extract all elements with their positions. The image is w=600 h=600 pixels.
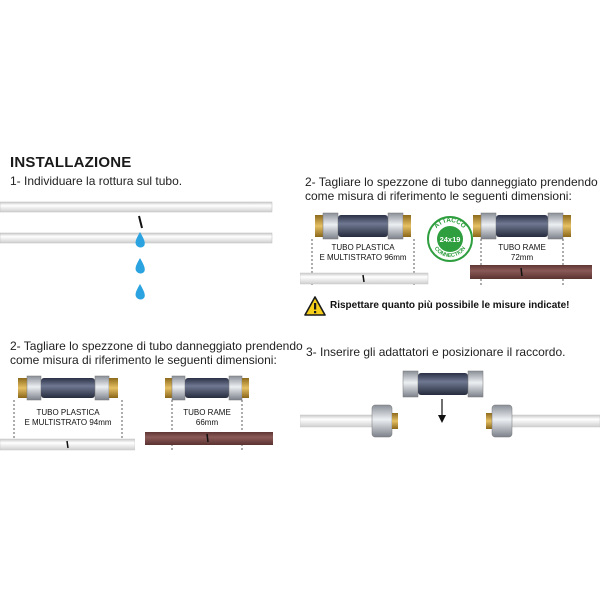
badge-middle-text: 24x19	[440, 235, 461, 244]
left-plastic-illustration	[0, 375, 135, 452]
right-plastic-label-1: TUBO PLASTICA	[331, 243, 395, 252]
fitting-icon	[165, 375, 249, 401]
arrow-down-icon	[438, 399, 446, 423]
left-copper-label-1: TUBO RAME	[183, 408, 231, 417]
attacco-badge-icon: ATTACCO CONNECTION 24x19	[427, 216, 473, 262]
fitting-icon	[315, 212, 411, 240]
step1-illustration	[0, 201, 273, 300]
step1-text: 1- Individuare la rottura sul tubo.	[10, 174, 183, 188]
right-plastic-label-2: E MULTISTRATO 96mm	[319, 253, 407, 262]
crack-mark	[138, 215, 143, 229]
step2-left-line1: 2- Tagliare lo spezzone di tubo danneggi…	[10, 339, 303, 353]
pipe-right	[505, 414, 600, 428]
warning-icon	[304, 296, 326, 316]
left-plastic-label-1: TUBO PLASTICA	[36, 408, 100, 417]
pipe-upper	[0, 201, 273, 213]
warning-text: Rispettare quanto più possibile le misur…	[330, 300, 570, 311]
right-copper-label-2: 72mm	[510, 253, 534, 262]
step2-left-line2: come misura di riferimento le seguenti d…	[10, 353, 277, 367]
left-copper-illustration	[145, 375, 273, 452]
right-plastic-illustration	[300, 212, 429, 287]
page-title: INSTALLAZIONE	[10, 154, 132, 171]
fitting-icon	[473, 212, 571, 240]
step3-illustration	[300, 370, 600, 438]
step2-right-line1: 2- Tagliare lo spezzone di tubo danneggi…	[305, 175, 598, 189]
adapter-left	[371, 404, 398, 438]
step2-right-line2: come misura di riferimento le seguenti d…	[305, 189, 572, 203]
left-plastic-label-2: E MULTISTRATO 94mm	[24, 418, 112, 427]
fitting-icon	[18, 375, 118, 401]
right-copper-illustration	[470, 212, 592, 287]
water-drop-icon	[135, 232, 145, 300]
left-copper-label-2: 66mm	[195, 418, 219, 427]
adapter-right	[486, 404, 513, 438]
step3-text: 3- Inserire gli adattatori e posizionare…	[306, 345, 566, 359]
fitting-icon	[402, 370, 484, 398]
right-copper-label-1: TUBO RAME	[498, 243, 546, 252]
